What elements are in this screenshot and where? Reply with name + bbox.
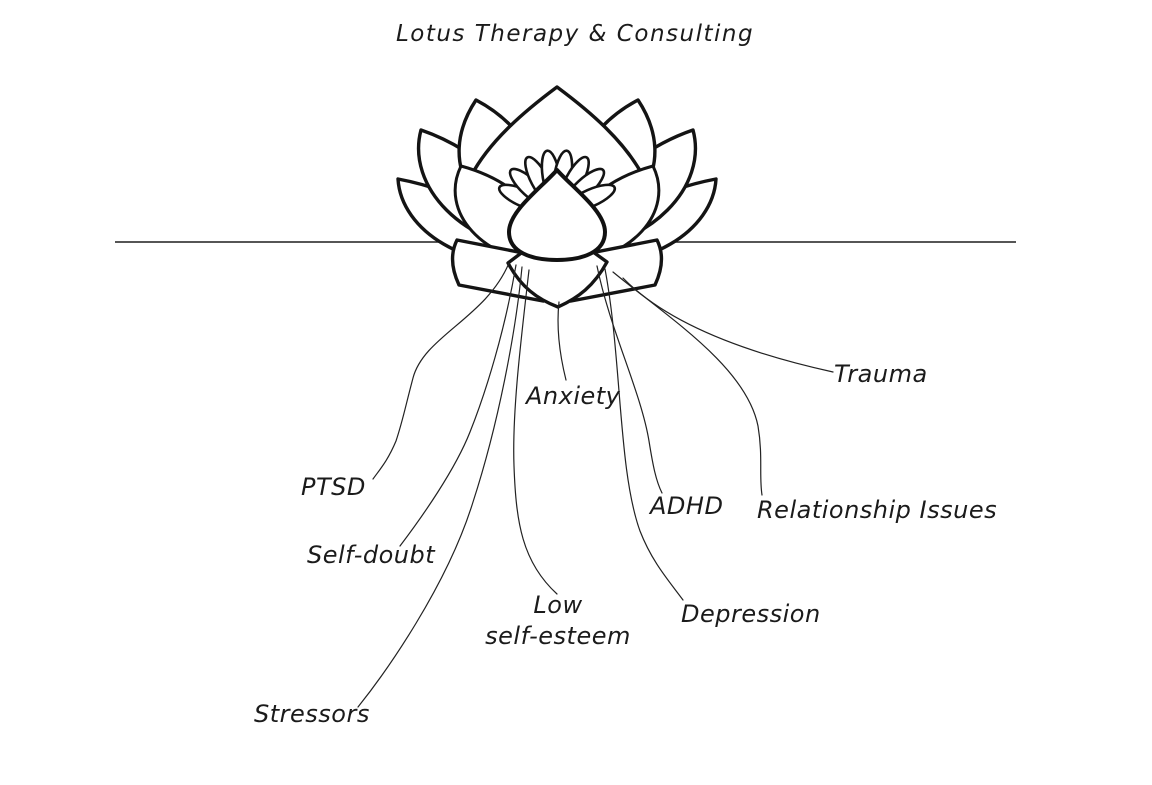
root-relationship-issues [612, 271, 763, 496]
root-depression [604, 268, 684, 601]
root-stressors [357, 266, 523, 708]
label-depression: Depression [681, 600, 821, 628]
root-ptsd [372, 262, 510, 480]
label-ptsd: PTSD [301, 473, 366, 501]
label-low-self-esteem: Low self-esteem [462, 590, 654, 652]
label-low-self-esteem-line2: self-esteem [485, 622, 631, 650]
label-trauma: Trauma [834, 360, 928, 388]
root-adhd [596, 265, 663, 494]
label-self-doubt: Self-doubt [307, 541, 436, 569]
label-low-self-esteem-line1: Low [533, 591, 583, 619]
page-title: Lotus Therapy & Consulting [395, 21, 755, 47]
lotus-roots [357, 262, 834, 708]
root-low-self-esteem [513, 269, 558, 595]
label-anxiety: Anxiety [526, 382, 621, 410]
label-adhd: ADHD [650, 492, 724, 520]
root-self-doubt [399, 264, 517, 547]
root-anxiety [557, 301, 567, 381]
root-trauma [622, 277, 834, 373]
label-relationship-issues: Relationship Issues [757, 496, 998, 524]
lotus-bud [507, 168, 607, 262]
label-stressors: Stressors [254, 700, 370, 728]
